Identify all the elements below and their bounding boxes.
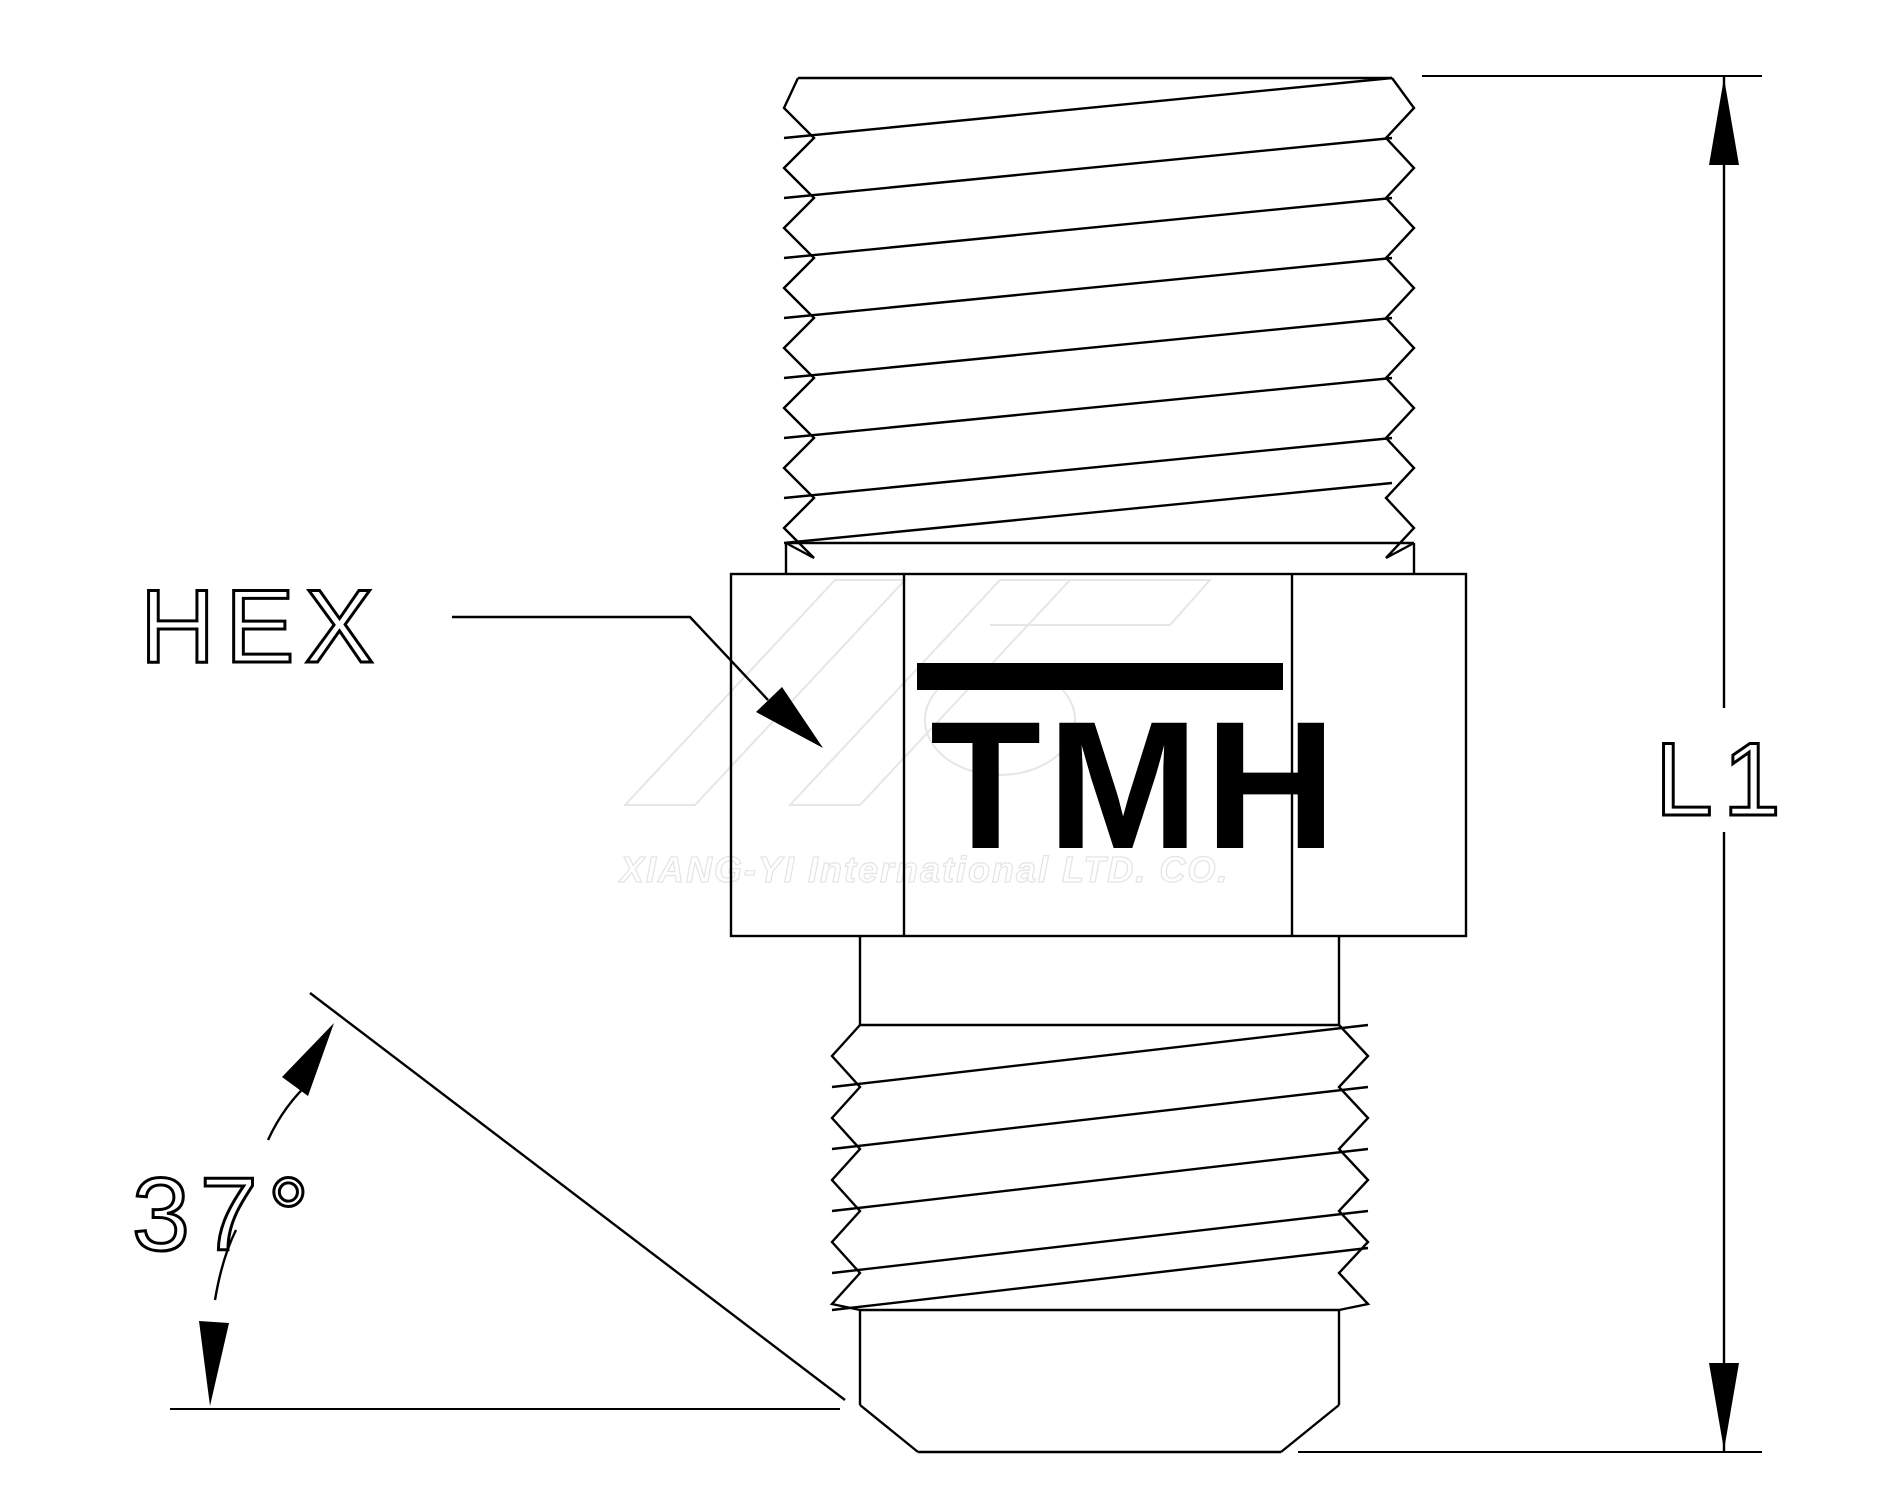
thread-crest-line: [783, 196, 1393, 260]
thread-crest-line: [831, 1209, 1369, 1275]
angle-arrow-top: [282, 1023, 334, 1096]
upper-thread: [782, 76, 1416, 560]
hex-arrowhead: [756, 687, 823, 748]
angle-label: 37°: [132, 1157, 319, 1273]
upper-neck: [784, 541, 1416, 574]
thread-crest-line: [783, 481, 1393, 545]
l1-label: L1: [1655, 722, 1791, 838]
watermark: XIANG-YI International LTD. CO.: [617, 579, 1229, 891]
thread-crest-line: [831, 1085, 1369, 1151]
thread-crest-line: [783, 316, 1393, 380]
thread-crest-line: [783, 376, 1393, 440]
l1-arrow-bottom: [1709, 1363, 1739, 1450]
hex-body: [729, 572, 1468, 938]
angle-arrow-bottom: [199, 1321, 229, 1406]
hex-label: HEX: [140, 569, 384, 685]
logo-text: TMH: [930, 683, 1342, 887]
watermark-text: XIANG-YI International LTD. CO.: [618, 849, 1229, 890]
thread-crest-line: [783, 256, 1393, 320]
lower-neck: [858, 936, 1341, 1027]
tmh-logo: TMH: [917, 663, 1342, 887]
thread-crest-line: [831, 1023, 1369, 1089]
lower-thread: [829, 1023, 1371, 1312]
thread-crest-line: [783, 76, 1393, 140]
flare-nose: [858, 1308, 1341, 1454]
thread-crest-line: [783, 436, 1393, 500]
thread-crest-line: [831, 1246, 1369, 1312]
l1-dimension: L1: [1298, 75, 1791, 1453]
angle-dimension: 37°: [131, 992, 846, 1410]
thread-crest-line: [831, 1147, 1369, 1213]
thread-crest-line: [783, 136, 1393, 200]
hex-callout: HEX: [139, 568, 823, 748]
l1-arrow-top: [1709, 78, 1739, 165]
